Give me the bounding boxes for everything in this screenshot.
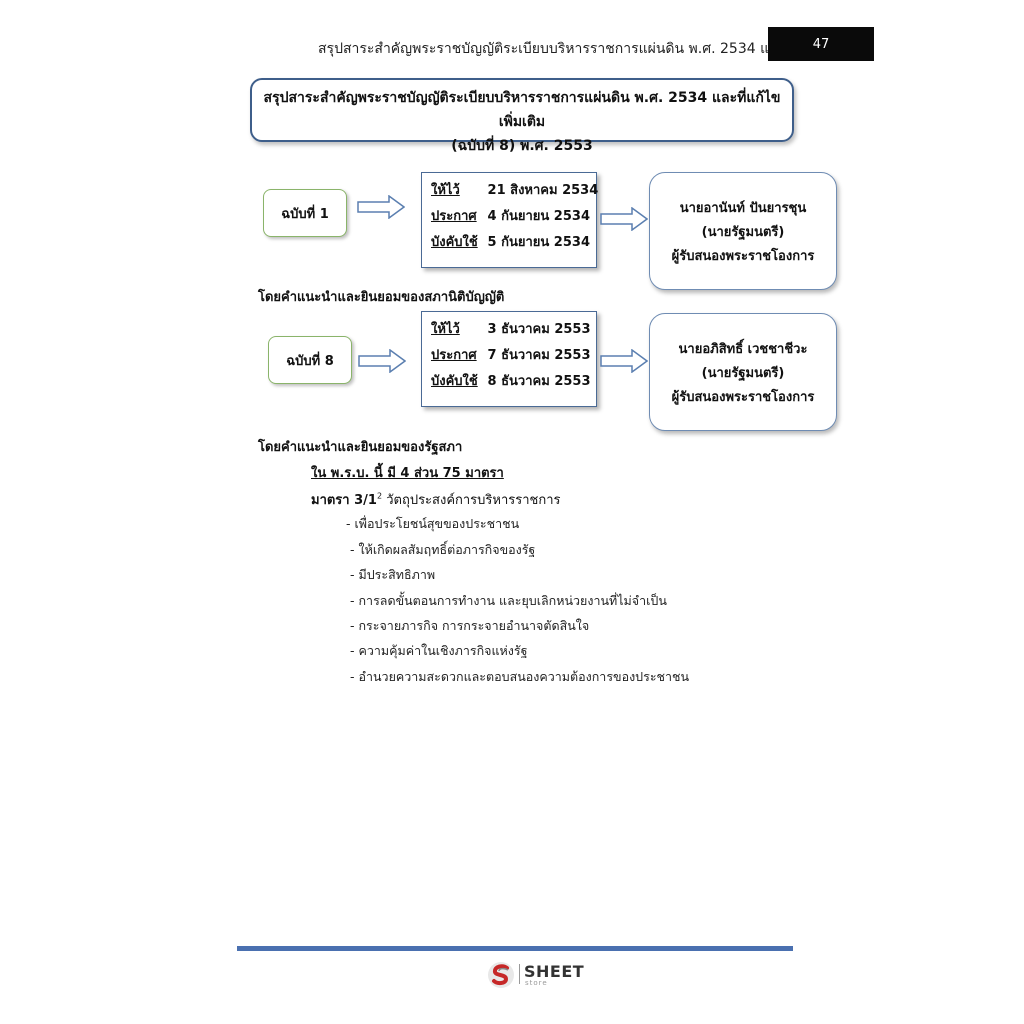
brand-subtitle: store	[525, 979, 548, 987]
date-row: ประกาศ 7 ธันวาคม 2553	[431, 343, 596, 369]
date-label: ให้ไว้	[431, 183, 460, 198]
date-row: ประกาศ 4 กันยายน 2534	[431, 204, 596, 230]
act-structure: ใน พ.ร.บ. นี้ มี 4 ส่วน 75 มาตรา	[311, 466, 504, 481]
signer-name: นายอภิสิทธิ์ เวชชาชีวะ	[678, 342, 808, 357]
date-row: บังคับใช้ 5 กันยายน 2534	[431, 230, 596, 256]
edition-1-dates: ให้ไว้ 21 สิงหาคม 2534 ประกาศ 4 กันยายน …	[421, 172, 599, 268]
list-item: - กระจายภารกิจ การกระจายอำนาจตัดสินใจ	[350, 618, 590, 633]
logo-separator	[519, 964, 520, 984]
title-line-2: (ฉบับที่ 8) พ.ศ. 2553	[451, 138, 593, 154]
title-box: สรุปสาระสำคัญพระราชบัญญัติระเบียบบริหารร…	[250, 78, 794, 154]
page-number: 47	[768, 27, 874, 61]
date-row: ให้ไว้ 3 ธันวาคม 2553	[431, 317, 596, 343]
edition-1-signer: นายอานันท์ ปันยารชุน (นายรัฐมนตรี) ผู้รั…	[649, 172, 837, 290]
date-value: 7 ธันวาคม 2553	[487, 348, 591, 363]
section-label: มาตรา 3/1	[311, 493, 377, 508]
edition-8-box: ฉบับที่ 8	[268, 336, 352, 384]
edition-1-note: โดยคำแนะนำและยินยอมของสภานิติบัญญัติ	[258, 290, 505, 305]
date-value: 3 ธันวาคม 2553	[487, 322, 591, 337]
edition-1-box: ฉบับที่ 1	[263, 189, 347, 237]
edition-8-note: โดยคำแนะนำและยินยอมของรัฐสภา	[258, 440, 463, 455]
date-row: บังคับใช้ 8 ธันวาคม 2553	[431, 369, 596, 395]
date-label: บังคับใช้	[431, 374, 478, 389]
arrow-right-icon	[358, 349, 406, 373]
arrow-right-icon	[600, 349, 648, 373]
list-item: - มีประสิทธิภาพ	[350, 567, 436, 582]
signer-duty: ผู้รับสนองพระราชโองการ	[671, 249, 815, 264]
section-text: วัตถุประสงค์การบริหารราชการ	[386, 493, 561, 508]
edition-8-dates: ให้ไว้ 3 ธันวาคม 2553 ประกาศ 7 ธันวาคม 2…	[421, 311, 597, 407]
date-value: 21 สิงหาคม 2534	[487, 183, 599, 198]
signer-duty: ผู้รับสนองพระราชโองการ	[671, 390, 815, 405]
list-item: - ให้เกิดผลสัมฤทธิ์ต่อภารกิจของรัฐ	[350, 542, 536, 557]
list-item: - อำนวยความสะดวกและตอบสนองความต้องการของ…	[350, 669, 690, 684]
signer-role: (นายรัฐมนตรี)	[701, 225, 785, 240]
brand-name: SHEET	[524, 962, 585, 981]
arrow-right-icon	[357, 195, 405, 219]
date-label: ให้ไว้	[431, 322, 460, 337]
date-label: บังคับใช้	[431, 235, 478, 250]
footer-divider	[237, 946, 793, 951]
list-item: - เพื่อประโยชน์สุขของประชาชน	[346, 516, 520, 531]
arrow-right-icon	[600, 207, 648, 231]
date-value: 4 กันยายน 2534	[487, 209, 590, 224]
list-item: - ความคุ้มค่าในเชิงภารกิจแห่งรัฐ	[350, 643, 528, 658]
date-row: ให้ไว้ 21 สิงหาคม 2534	[431, 178, 599, 204]
section-heading: มาตรา 3/12 วัตถุประสงค์การบริหารราชการ	[311, 489, 561, 510]
edition-8-signer: นายอภิสิทธิ์ เวชชาชีวะ (นายรัฐมนตรี) ผู้…	[649, 313, 837, 431]
date-label: ประกาศ	[431, 209, 477, 224]
signer-name: นายอานันท์ ปันยารชุน	[679, 201, 807, 216]
running-header: สรุปสาระสำคัญพระราชบัญญัติระเบียบบริหารร…	[318, 41, 829, 57]
brand-logo: SHEET store	[486, 960, 586, 990]
sheet-store-logo-icon	[488, 962, 514, 988]
title-line-1: สรุปสาระสำคัญพระราชบัญญัติระเบียบบริหารร…	[263, 90, 781, 130]
list-item: - การลดขั้นตอนการทำงาน และยุบเลิกหน่วยงา…	[350, 593, 667, 608]
footnote-marker: 2	[376, 491, 383, 501]
signer-role: (นายรัฐมนตรี)	[701, 366, 785, 381]
date-value: 8 ธันวาคม 2553	[487, 374, 591, 389]
date-label: ประกาศ	[431, 348, 477, 363]
date-value: 5 กันยายน 2534	[487, 235, 590, 250]
